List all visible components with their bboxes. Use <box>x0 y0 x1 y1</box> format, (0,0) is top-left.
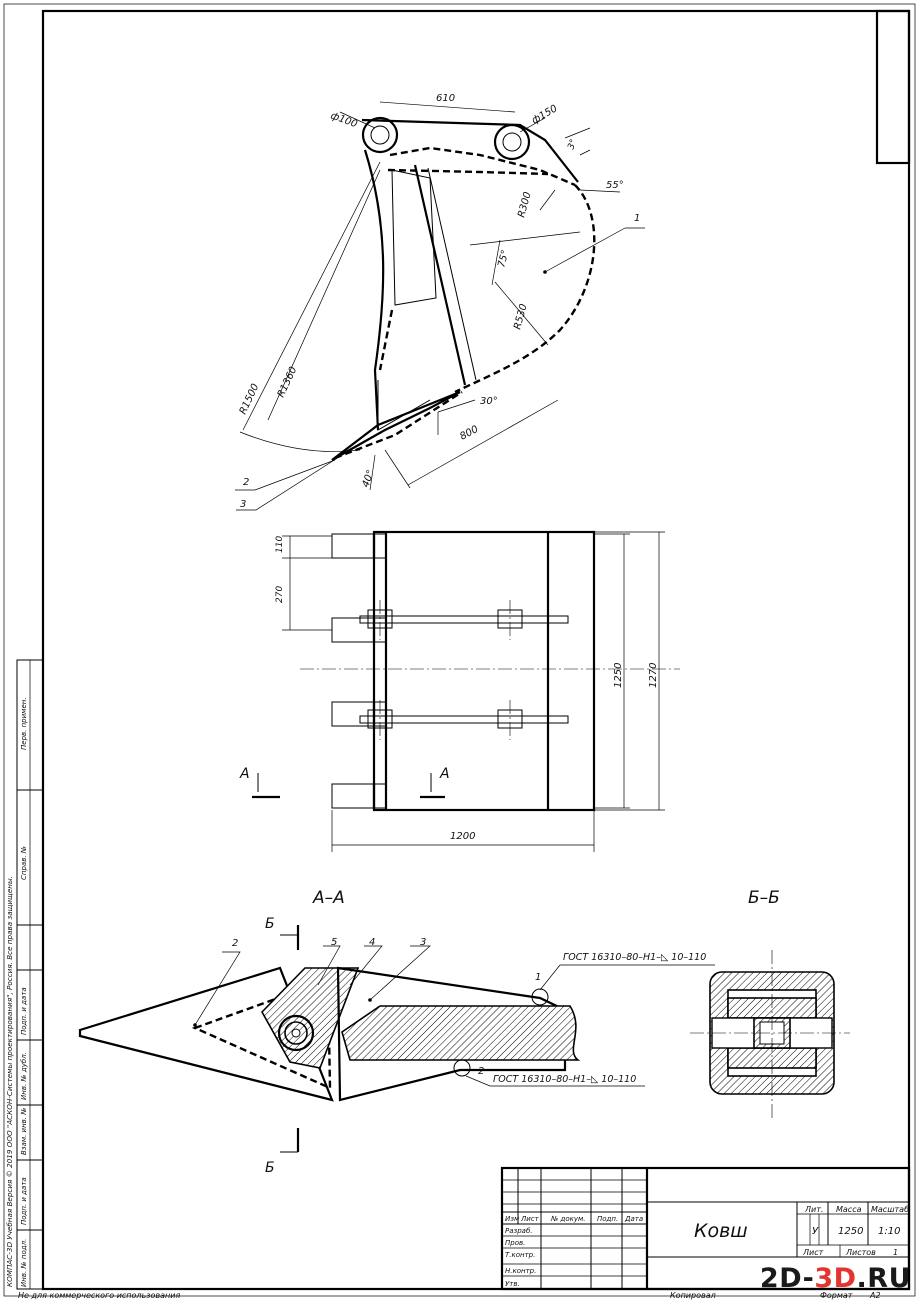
strip-label: Взам. инв. № <box>20 1107 28 1155</box>
watermark-part: .RU <box>856 1263 911 1294</box>
outer-border <box>3 3 916 1297</box>
strip-label: Инв. № дубл. <box>20 1052 28 1100</box>
tb-col-header: Изм <box>505 1215 520 1223</box>
aa-callout-3: 3 <box>420 937 426 948</box>
dim-30deg: 30° <box>480 396 498 407</box>
scale-value: 1:10 <box>878 1226 900 1237</box>
dim-dia150: ф150 <box>530 103 559 126</box>
cut-mark-b: Б <box>265 916 275 932</box>
section-bb-title: Б–Б <box>748 888 780 908</box>
pin-hole-large <box>361 116 399 154</box>
dim-r1500: R1500 <box>238 382 262 416</box>
lit-label: Лит. <box>804 1205 823 1214</box>
tooth-profile <box>331 390 461 461</box>
license-text: КОМПАС-3D Учебная Версия © 2019 ООО "АСК… <box>5 876 14 1287</box>
mass-value: 1250 <box>838 1226 863 1237</box>
section-aa-title: А–А <box>312 888 345 908</box>
tb-row-label: Утв. <box>505 1280 520 1288</box>
aa-callout-5: 5 <box>331 937 337 948</box>
watermark-part: 3D <box>814 1263 857 1294</box>
tb-row-label: Пров. <box>505 1239 525 1247</box>
tb-col-header: Подп. <box>597 1215 618 1223</box>
bucket-side-view: 610 ф100 ф150 3° 55° R300 75° R530 R1500… <box>235 93 645 511</box>
tb-row-label: Н.контр. <box>505 1267 536 1275</box>
strip-label: Подп. и дата <box>20 987 28 1035</box>
title-block: Изм Лист № докум. Подп. Дата Разраб. Про… <box>500 1166 911 1291</box>
dim-610: 610 <box>436 93 455 104</box>
tb-col-header: Лист <box>520 1215 540 1223</box>
weld-note-1: ГОСТ 16310–80–Н1–◺ 10–110 <box>563 952 706 963</box>
dim-3deg: 3° <box>566 138 579 151</box>
sheets-value: 1 <box>893 1248 898 1257</box>
watermark-part: 2D- <box>759 1263 815 1294</box>
section-bb-view: Б–Б <box>690 888 850 1120</box>
bucket-plan-view: 110 270 1250 1270 1200 A A <box>239 530 680 852</box>
site-watermark: 2D-3D.RU <box>760 1263 911 1294</box>
dim-r300: R300 <box>516 191 533 219</box>
dim-r1360: R1360 <box>276 365 300 399</box>
sheets-label: Листов <box>845 1248 876 1257</box>
footer-copied: Копировал <box>670 1291 716 1300</box>
drawing-title: Ковш <box>694 1220 748 1242</box>
dim-800: 800 <box>458 424 480 443</box>
bucket-body-plan <box>372 530 596 812</box>
tb-col-header: Дата <box>624 1215 643 1223</box>
back-wall-hidden <box>389 146 576 187</box>
sheet-label: Лист <box>802 1248 824 1257</box>
aa-callout-2: 2 <box>232 938 238 949</box>
strip-label: Инв. № подл. <box>20 1239 28 1287</box>
left-strip: Перв. примен. Справ. № Подп. и дата Инв.… <box>5 659 44 1290</box>
tb-col-header: № докум. <box>550 1215 586 1223</box>
dim-270: 270 <box>275 586 285 603</box>
tooth-body <box>78 966 334 1102</box>
aa-callout-2b: 2 <box>478 1066 484 1077</box>
tb-row-label: Разраб. <box>505 1227 533 1235</box>
callout-1: 1 <box>634 213 640 224</box>
section-mark-a: A <box>239 766 250 782</box>
dim-110: 110 <box>275 536 285 553</box>
callout-2: 2 <box>243 477 249 488</box>
cut-mark-b: Б <box>265 1160 275 1176</box>
inner-frame <box>41 9 911 1291</box>
dim-55deg: 55° <box>606 180 624 191</box>
bucket-shell-hidden <box>454 184 596 394</box>
aa-callout-4: 4 <box>369 937 375 948</box>
dim-75deg: 75° <box>496 249 511 269</box>
footer-format-value: А2 <box>869 1291 881 1300</box>
dim-1250: 1250 <box>613 663 624 688</box>
tb-row-label: Т.контр. <box>505 1251 535 1259</box>
footer-format-label: Формат <box>820 1291 853 1300</box>
section-aa-view: А–А 2 5 4 3 1 ГОСТ 16310–80–Н1–◺ 10–110 … <box>78 888 715 1176</box>
lit-value: У <box>812 1226 819 1237</box>
section-mark-a: A <box>439 766 450 782</box>
pin-hole-small <box>493 123 531 161</box>
dim-40deg: 40° <box>360 469 376 489</box>
strip-label: Перв. примен. <box>20 697 28 750</box>
dim-r530: R530 <box>512 303 529 331</box>
dim-1270: 1270 <box>648 663 659 688</box>
footer-left: Не для коммерческого использования <box>18 1291 180 1300</box>
mass-label: Масса <box>836 1205 862 1214</box>
corner-stamp-box <box>875 9 911 165</box>
aa-callout-1: 1 <box>535 972 541 983</box>
strip-label: Подп. и дата <box>20 1177 28 1225</box>
strip-label: Справ. № <box>20 846 28 880</box>
dim-1200: 1200 <box>450 831 475 842</box>
scale-label: Масштаб <box>871 1205 909 1214</box>
weld-note-2: ГОСТ 16310–80–Н1–◺ 10–110 <box>493 1074 636 1085</box>
callout-3: 3 <box>240 499 246 510</box>
